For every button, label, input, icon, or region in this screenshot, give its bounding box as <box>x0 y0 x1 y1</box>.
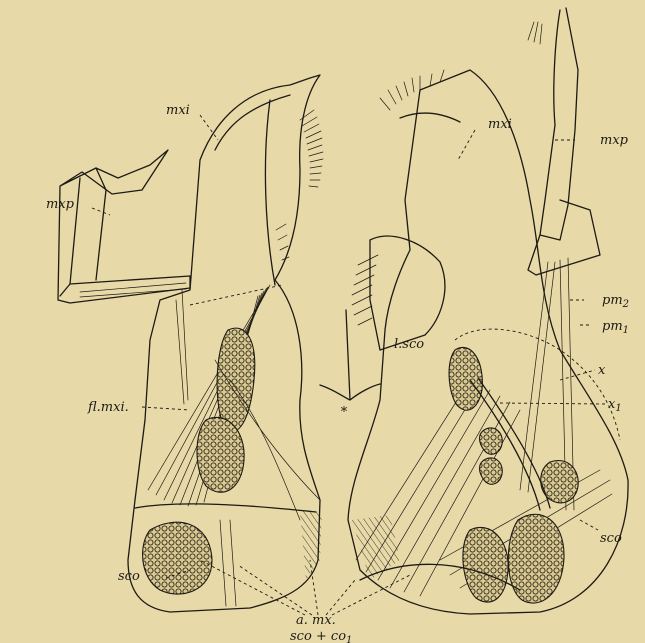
center-asterisk-marker: * <box>320 310 380 420</box>
label-pm2: pm2 <box>602 293 629 310</box>
label-l-sco: l.sco <box>394 337 424 352</box>
label-x1-sub: 1 <box>615 403 621 414</box>
label-pm1: pm1 <box>602 319 629 336</box>
label-sco-co-main: sco + co <box>290 629 346 643</box>
label-fl-mxi: fl.mxi. <box>87 400 129 415</box>
right-lacinia <box>370 236 445 350</box>
label-pm1-main: pm <box>602 319 623 334</box>
label-sco-right: sco <box>600 531 622 546</box>
label-sco-co: sco + co1 <box>290 629 352 643</box>
left-comb-setae <box>300 110 323 187</box>
label-pm2-sub: 2 <box>622 299 629 310</box>
right-articular-hatch <box>352 515 400 580</box>
label-x: x <box>598 363 606 378</box>
label-a-mx: a. mx. <box>296 613 336 628</box>
label-sco-left: sco <box>118 569 140 584</box>
label-mxi-left: mxi <box>166 103 190 118</box>
left-articular-hatch <box>300 510 322 580</box>
label-mxp-right: mxp <box>600 133 629 148</box>
label-pm1-sub: 1 <box>623 325 629 336</box>
star-symbol: * <box>341 405 348 420</box>
label-mxi-right: mxi <box>488 117 512 132</box>
label-pm2-main: pm <box>602 293 623 308</box>
right-comb-setae <box>380 70 444 110</box>
label-sco-co-sub: 1 <box>346 635 352 643</box>
label-x1: x1 <box>608 397 622 414</box>
label-mxp-left: mxp <box>46 197 75 212</box>
right-maxilliped-palp <box>540 8 578 240</box>
left-maxilliped <box>58 150 190 303</box>
left-maxilla-figure <box>58 75 323 612</box>
